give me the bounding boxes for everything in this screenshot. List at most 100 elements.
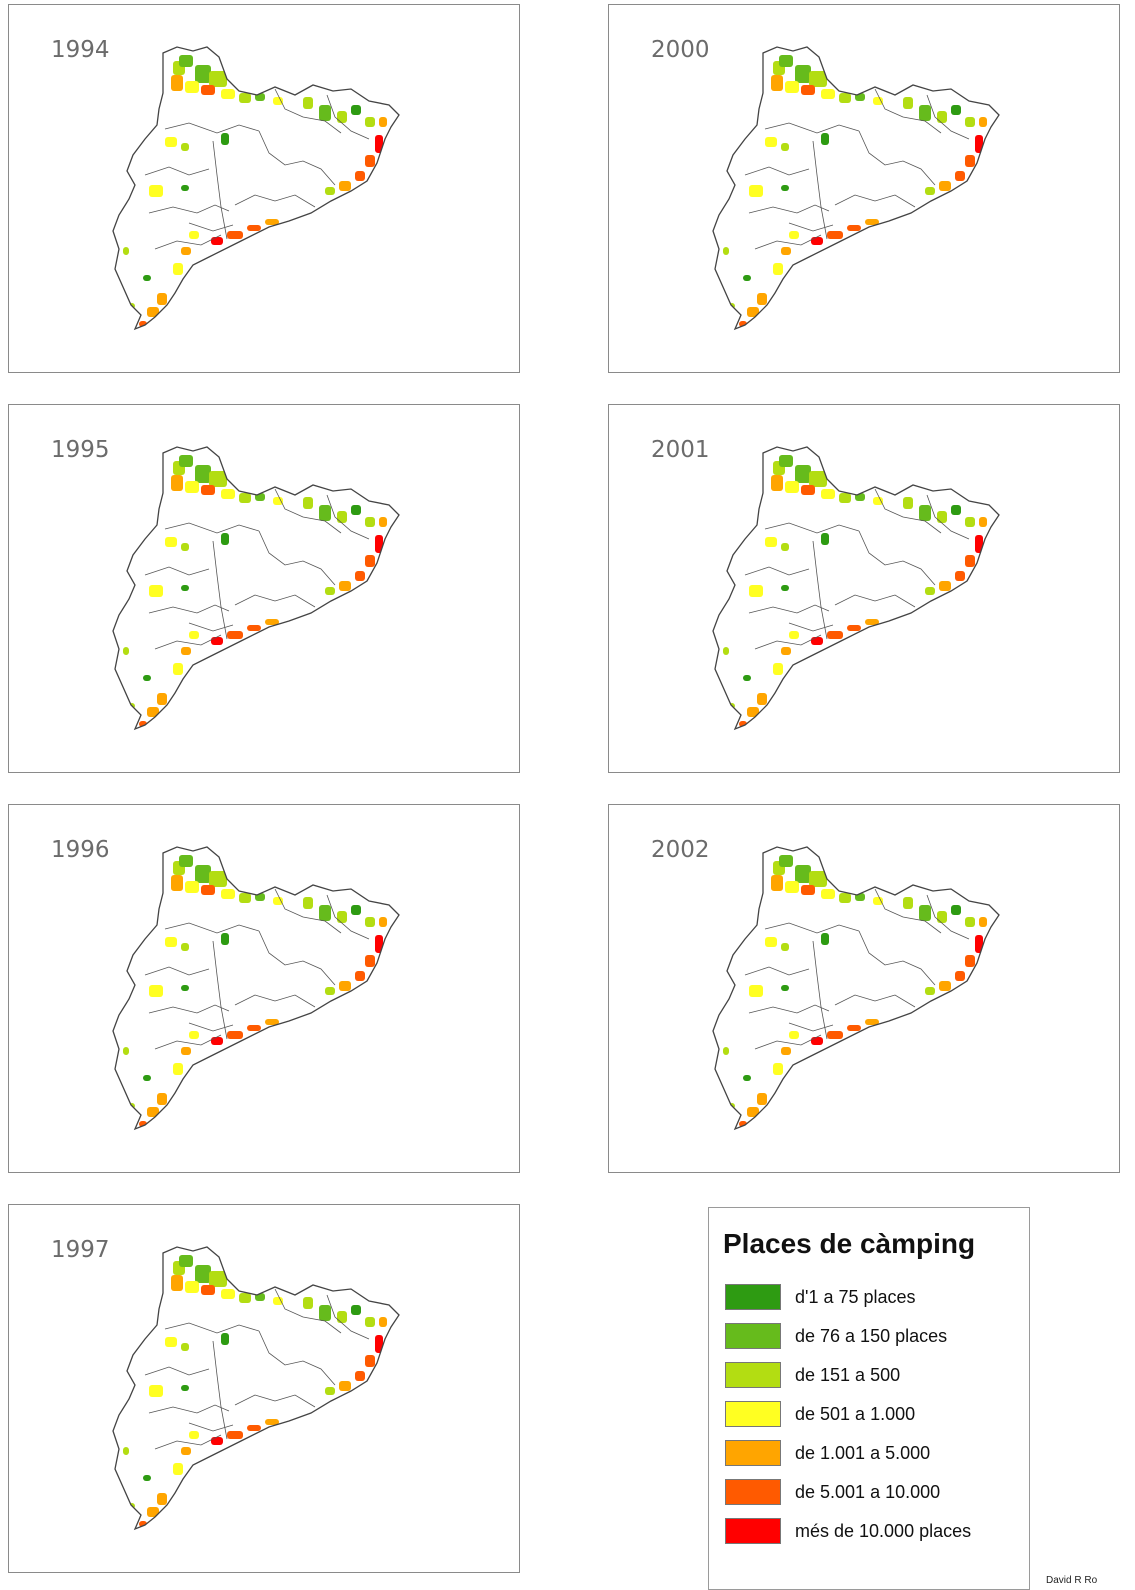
municipality-fills [123, 1255, 387, 1527]
province-border [874, 488, 942, 534]
municipality-region [189, 631, 199, 639]
catalonia-outline [712, 46, 1000, 331]
map-panel-2002: 2002 [608, 804, 1120, 1173]
municipality-region [747, 307, 759, 317]
municipality-region [185, 81, 199, 93]
catalonia-outline [112, 1246, 400, 1531]
municipality-region [365, 955, 375, 967]
municipality-region [979, 117, 987, 127]
municipality-region [801, 485, 815, 495]
municipality-region [351, 505, 361, 515]
municipality-region [143, 1475, 151, 1481]
municipality-region [955, 571, 965, 581]
municipality-region [227, 1431, 243, 1439]
municipality-region [355, 171, 365, 181]
municipality-region [827, 1031, 843, 1039]
province-border [234, 194, 316, 208]
municipality-region [337, 511, 347, 523]
province-border [858, 130, 936, 186]
municipality-region [839, 93, 851, 103]
municipality-region [375, 1335, 383, 1353]
province-border [858, 930, 936, 986]
province-border [188, 1422, 234, 1432]
municipality-region [221, 1289, 235, 1299]
municipality-region [975, 535, 983, 553]
province-border [834, 994, 916, 1008]
municipality-region [173, 1063, 183, 1075]
municipality-region [181, 1447, 191, 1455]
province-border [744, 566, 810, 576]
municipality-region [189, 1431, 199, 1439]
map-year-label: 2000 [651, 37, 710, 63]
province-border [326, 494, 370, 540]
province-border [188, 1022, 234, 1032]
municipality-region [781, 943, 789, 951]
municipality-region [165, 937, 177, 947]
municipality-region [173, 663, 183, 675]
municipality-region [221, 889, 235, 899]
municipality-region [873, 97, 883, 105]
municipality-region [811, 1037, 823, 1045]
municipality-region [227, 631, 243, 639]
municipality-region [265, 1019, 279, 1025]
legend-item: de 151 a 500 [725, 1362, 900, 1388]
municipality-region [785, 881, 799, 893]
province-border [812, 140, 828, 240]
municipality-region [239, 93, 251, 103]
municipality-region [221, 89, 235, 99]
municipality-region [165, 537, 177, 547]
municipality-region [903, 897, 913, 909]
municipality-region [757, 293, 767, 305]
municipality-region [375, 935, 383, 953]
legend-swatch [725, 1401, 781, 1427]
province-border [212, 1340, 228, 1440]
municipality-region [339, 581, 351, 591]
municipality-region [903, 497, 913, 509]
legend-item: de 1.001 a 5.000 [725, 1440, 930, 1466]
municipality-region [179, 1255, 193, 1267]
municipality-region [781, 143, 789, 151]
municipality-region [157, 1493, 167, 1505]
municipality-region [757, 693, 767, 705]
province-border [874, 88, 942, 134]
municipality-region [809, 471, 827, 487]
province-border [148, 204, 230, 214]
municipality-region [171, 475, 183, 491]
municipality-region [809, 871, 827, 887]
municipality-region [925, 987, 935, 995]
municipality-region [925, 587, 935, 595]
municipality-region [965, 955, 975, 967]
legend-title: Places de càmping [723, 1228, 976, 1259]
catalonia-map [712, 46, 1000, 331]
municipality-region [937, 911, 947, 923]
municipality-region [221, 933, 229, 945]
municipality-region [951, 905, 961, 915]
municipality-region [979, 517, 987, 527]
municipality-region [865, 219, 879, 225]
province-border [926, 94, 970, 140]
municipality-region [339, 1381, 351, 1391]
municipality-region [157, 293, 167, 305]
province-border [812, 940, 828, 1040]
municipality-region [189, 1031, 199, 1039]
municipality-region [265, 219, 279, 225]
municipality-region [247, 225, 261, 231]
province-border [274, 88, 342, 134]
catalonia-map [112, 1246, 400, 1531]
province-border [274, 488, 342, 534]
municipality-region [181, 143, 189, 151]
province-border [144, 566, 210, 576]
municipality-region [365, 117, 375, 127]
municipality-region [951, 505, 961, 515]
municipality-region [781, 647, 791, 655]
legend-label: de 76 a 150 places [795, 1325, 948, 1346]
municipality-region [937, 511, 947, 523]
municipality-region [351, 905, 361, 915]
municipality-fills [123, 855, 387, 1127]
municipality-region [143, 1075, 151, 1081]
map-year-label: 2002 [651, 837, 710, 863]
municipality-fills [723, 855, 987, 1127]
municipality-region [273, 897, 283, 905]
province-border [164, 922, 260, 934]
map-panel-1994: 1994 [8, 4, 520, 373]
